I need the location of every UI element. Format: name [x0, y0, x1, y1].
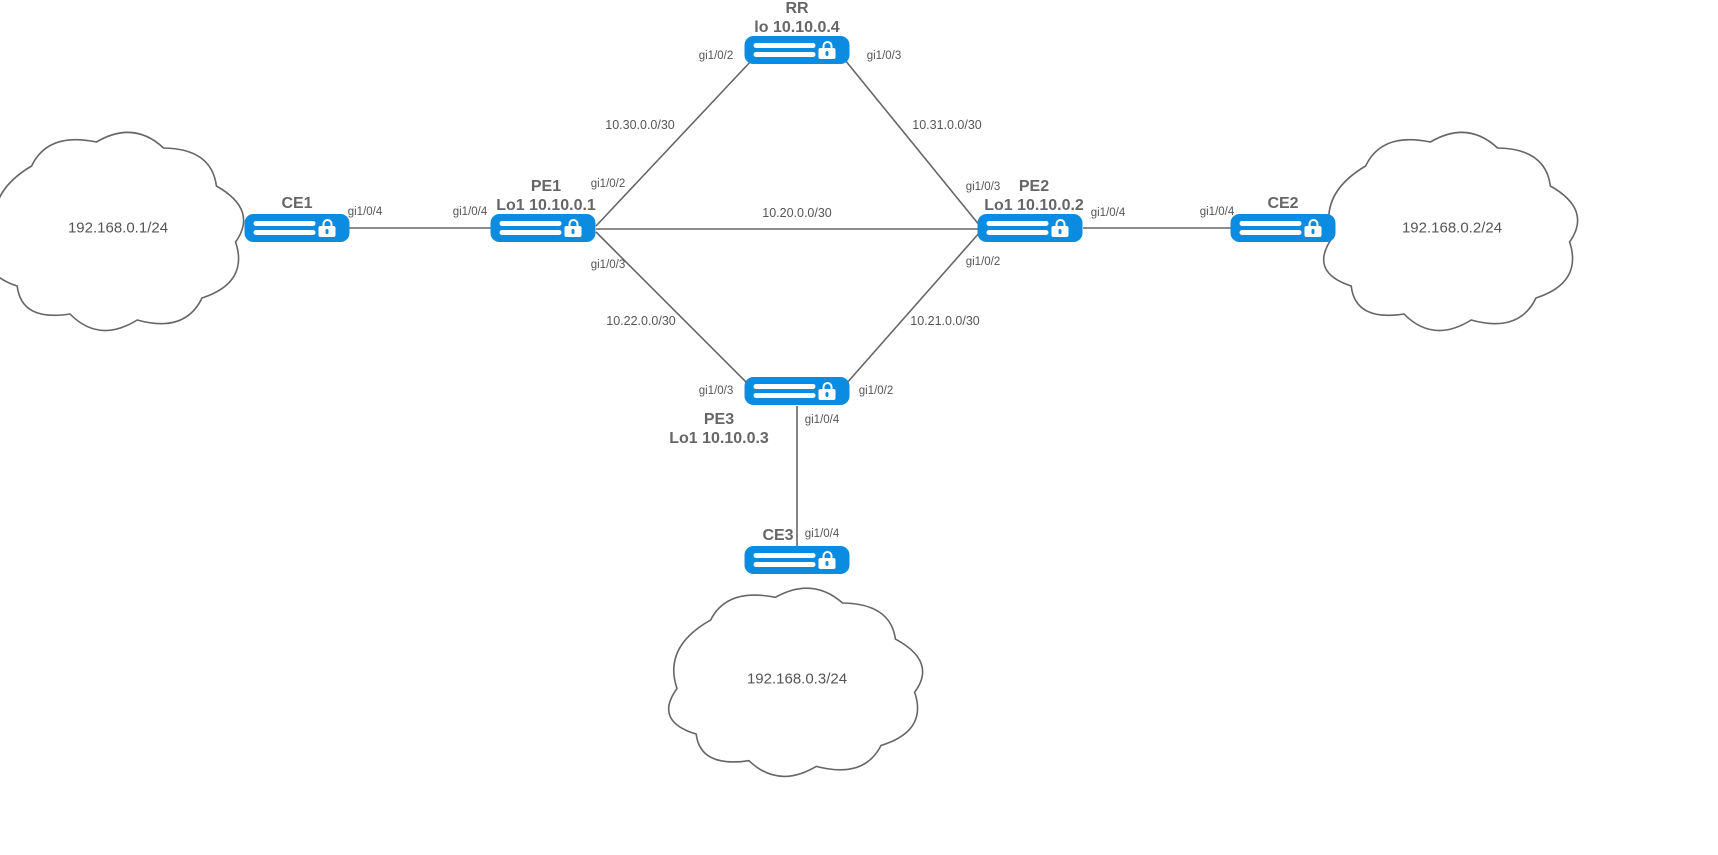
node-name-rr: RR: [785, 0, 809, 17]
lock-icon: [818, 41, 836, 59]
node-name-pe3: PE3: [703, 411, 735, 428]
lock-icon: [1304, 219, 1322, 237]
lock-icon: [818, 382, 836, 400]
interface-label-if-pe2-gi1-0-2: gi1/0/2: [965, 256, 1001, 268]
interface-label-if-pe1-gi1-0-3: gi1/0/3: [590, 259, 626, 271]
router-icon: [490, 214, 596, 242]
router-bar-icon: [753, 393, 816, 398]
link-label-net-pe1-pe3: 10.22.0.0/30: [606, 314, 676, 328]
node-ce1[interactable]: [244, 214, 350, 242]
router-bar-icon: [753, 553, 816, 558]
node-rr[interactable]: [744, 36, 850, 64]
router-bar-icon: [986, 230, 1049, 235]
link-pe3-pe2: [845, 231, 981, 385]
link-label-net-pe1-rr: 10.30.0.0/30: [605, 118, 675, 132]
interface-label-if-rr-gi1-0-2: gi1/0/2: [698, 50, 734, 62]
interface-label-if-pe3-gi1-0-4: gi1/0/4: [804, 414, 840, 426]
node-name-pe1: PE1: [530, 178, 562, 195]
interface-label-if-pe3-gi1-0-2: gi1/0/2: [858, 385, 894, 397]
router-bar-icon: [753, 384, 816, 389]
node-label-ce3: CE3: [762, 527, 793, 546]
cloud-ce1-label: 192.168.0.1/24: [67, 219, 169, 237]
router-icon: [244, 214, 350, 242]
router-bar-icon: [986, 221, 1049, 226]
node-ce3[interactable]: [744, 546, 850, 574]
interface-label-if-ce2-gi1-0-4: gi1/0/4: [1199, 206, 1235, 218]
link-label-net-pe3-pe2: 10.21.0.0/30: [910, 314, 980, 328]
node-pe1[interactable]: [490, 214, 596, 242]
router-bar-icon: [1239, 230, 1302, 235]
interface-label-if-pe2-gi1-0-3: gi1/0/3: [965, 181, 1001, 193]
node-detail-rr: lo 10.10.0.4: [754, 18, 840, 36]
link-label-net-rr-pe2: 10.31.0.0/30: [912, 118, 982, 132]
lock-icon: [818, 551, 836, 569]
router-bar-icon: [253, 230, 316, 235]
lock-icon: [1051, 219, 1069, 237]
router-bar-icon: [499, 230, 562, 235]
interface-label-if-ce3-gi1-0-4: gi1/0/4: [804, 528, 840, 540]
node-name-ce2: CE2: [1267, 195, 1299, 212]
interface-label-if-pe1-gi1-0-4: gi1/0/4: [452, 206, 488, 218]
interface-label-if-rr-gi1-0-3: gi1/0/3: [866, 50, 902, 62]
interface-label-if-pe2-gi1-0-4: gi1/0/4: [1090, 207, 1126, 219]
router-icon: [744, 546, 850, 574]
router-icon: [1230, 214, 1336, 242]
link-pe1-rr: [595, 59, 753, 227]
lock-icon: [564, 219, 582, 237]
node-detail-pe1: Lo1 10.10.0.1: [496, 196, 596, 214]
node-label-ce1: CE1: [281, 195, 312, 214]
cloud-ce2-label: 192.168.0.2/24: [1401, 219, 1503, 237]
router-icon: [744, 36, 850, 64]
router-bar-icon: [1239, 221, 1302, 226]
node-name-ce1: CE1: [281, 195, 313, 212]
node-pe2[interactable]: [977, 214, 1083, 242]
node-name-ce3: CE3: [762, 527, 794, 544]
interface-label-if-ce1-gi1-0-4: gi1/0/4: [347, 206, 383, 218]
router-icon: [744, 377, 850, 405]
router-icon: [977, 214, 1083, 242]
lock-icon: [318, 219, 336, 237]
cloud-ce3-label: 192.168.0.3/24: [746, 670, 848, 688]
router-bar-icon: [753, 43, 816, 48]
link-rr-pe2: [844, 59, 981, 227]
node-pe3[interactable]: [744, 377, 850, 405]
node-detail-pe2: Lo1 10.10.0.2: [984, 196, 1084, 214]
node-label-ce2: CE2: [1267, 195, 1298, 214]
router-bar-icon: [753, 562, 816, 567]
node-ce2[interactable]: [1230, 214, 1336, 242]
node-detail-pe3: Lo1 10.10.0.3: [669, 429, 769, 447]
router-bar-icon: [253, 221, 316, 226]
router-bar-icon: [499, 221, 562, 226]
interface-label-if-pe1-gi1-0-2: gi1/0/2: [590, 178, 626, 190]
router-bar-icon: [753, 52, 816, 57]
link-label-net-pe1-pe2: 10.20.0.0/30: [762, 206, 832, 220]
node-name-pe2: PE2: [1018, 178, 1050, 195]
link-pe1-pe3: [595, 231, 749, 385]
interface-label-if-pe3-gi1-0-3: gi1/0/3: [698, 385, 734, 397]
